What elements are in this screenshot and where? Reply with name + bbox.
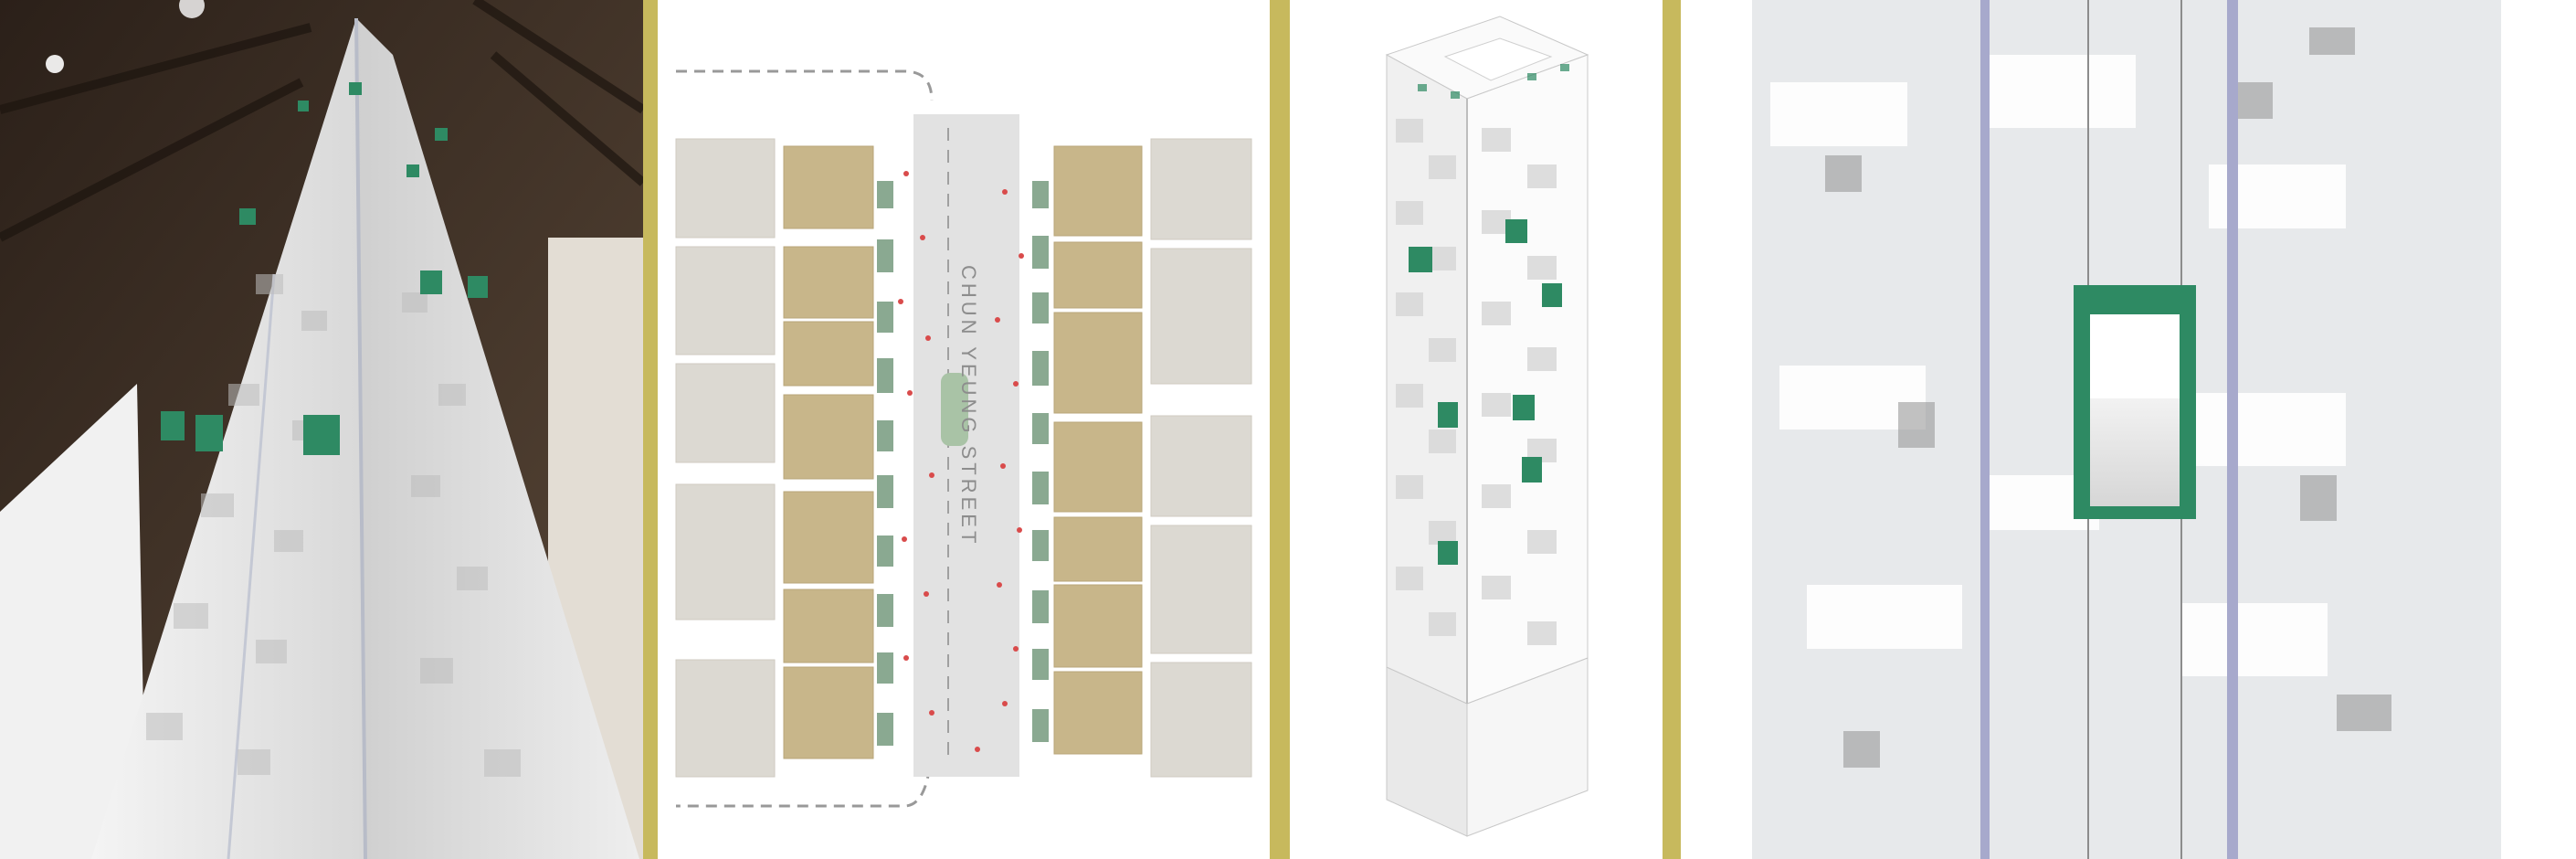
tower-photo-panel [0, 0, 643, 859]
white-margin-left [1681, 0, 1752, 859]
street-name-label: CHUN YEUNG STREET [957, 265, 980, 547]
axonometric-tower-panel [1290, 0, 1663, 859]
panel-border-2 [1270, 0, 1290, 859]
white-margin-right [2501, 0, 2576, 859]
street-plan [675, 69, 1252, 808]
street-plan-panel: CHUN YEUNG STREET [658, 0, 1270, 859]
panel-border-1 [643, 0, 658, 859]
elevator-detail-panel [1752, 0, 2501, 859]
panel-border-3 [1663, 0, 1681, 859]
elevator-detail-photo [1752, 0, 2501, 859]
axonometric-tower [1385, 16, 1589, 837]
tower-photo [0, 0, 643, 859]
